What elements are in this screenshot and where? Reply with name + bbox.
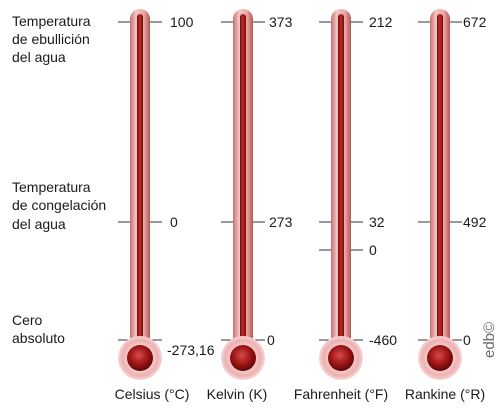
rankine-bulb (427, 345, 453, 371)
fahrenheit-scale-label: Fahrenheit (°F) (294, 386, 388, 402)
rankine-boiling-value: 672 (463, 14, 487, 30)
credit-text: edb© (481, 322, 498, 358)
rankine-freezing-value: 492 (463, 214, 487, 230)
fahrenheit-boiling-value: 212 (369, 14, 393, 30)
kelvin-freezing-value: 273 (269, 214, 293, 230)
celsius-scale-label: Celsius (°C) (115, 386, 190, 402)
boiling-label-line-2: de ebullición (12, 31, 90, 47)
boiling-reference-label: Temperatura de ebullición del agua (12, 13, 91, 65)
thermometer-kelvin: 373 273 0 Kelvin (K) (207, 9, 293, 402)
rankine-absolute-value: 0 (463, 332, 471, 348)
boiling-label-line-1: Temperatura (12, 13, 91, 29)
fahrenheit-freezing-value: 32 (369, 214, 385, 230)
absolute-label-line-1: Cero (12, 312, 43, 328)
celsius-absolute-value: -273,16 (167, 342, 215, 358)
rankine-scale-label: Rankine (°R) (405, 386, 485, 402)
thermometer-kelvin-body (221, 9, 265, 380)
freezing-label-line-3: del agua (12, 216, 66, 232)
boiling-label-line-3: del agua (12, 49, 66, 65)
thermometer-celsius: 100 0 -273,16 Celsius (°C) (115, 9, 215, 402)
kelvin-scale-label: Kelvin (K) (207, 386, 268, 402)
fahrenheit-bulb (328, 345, 354, 371)
kelvin-absolute-value: 0 (267, 332, 275, 348)
freezing-label-line-1: Temperatura (12, 179, 91, 195)
celsius-bulb (127, 345, 153, 371)
rankine-liquid-column (437, 14, 443, 349)
kelvin-bulb (230, 345, 256, 371)
absolute-label-line-2: absoluto (12, 330, 65, 346)
freezing-label-line-2: de congelación (12, 197, 106, 213)
thermometer-rankine-body (418, 9, 462, 380)
celsius-liquid-column (137, 14, 143, 349)
thermometer-celsius-body (118, 9, 162, 380)
kelvin-liquid-column (240, 14, 246, 349)
kelvin-boiling-value: 373 (269, 14, 293, 30)
celsius-boiling-value: 100 (170, 14, 194, 30)
absolute-zero-reference-label: Cero absoluto (12, 312, 65, 346)
celsius-freezing-value: 0 (170, 214, 178, 230)
thermometer-fahrenheit: 212 32 0 -460 Fahrenheit (°F) (294, 9, 397, 402)
fahrenheit-zero-value: 0 (369, 242, 377, 258)
freezing-reference-label: Temperatura de congelación del agua (12, 179, 106, 232)
fahrenheit-liquid-column (338, 14, 344, 349)
fahrenheit-absolute-value: -460 (369, 332, 397, 348)
thermometer-fahrenheit-body (319, 9, 363, 380)
thermometer-rankine: 672 492 0 Rankine (°R) (405, 9, 487, 402)
